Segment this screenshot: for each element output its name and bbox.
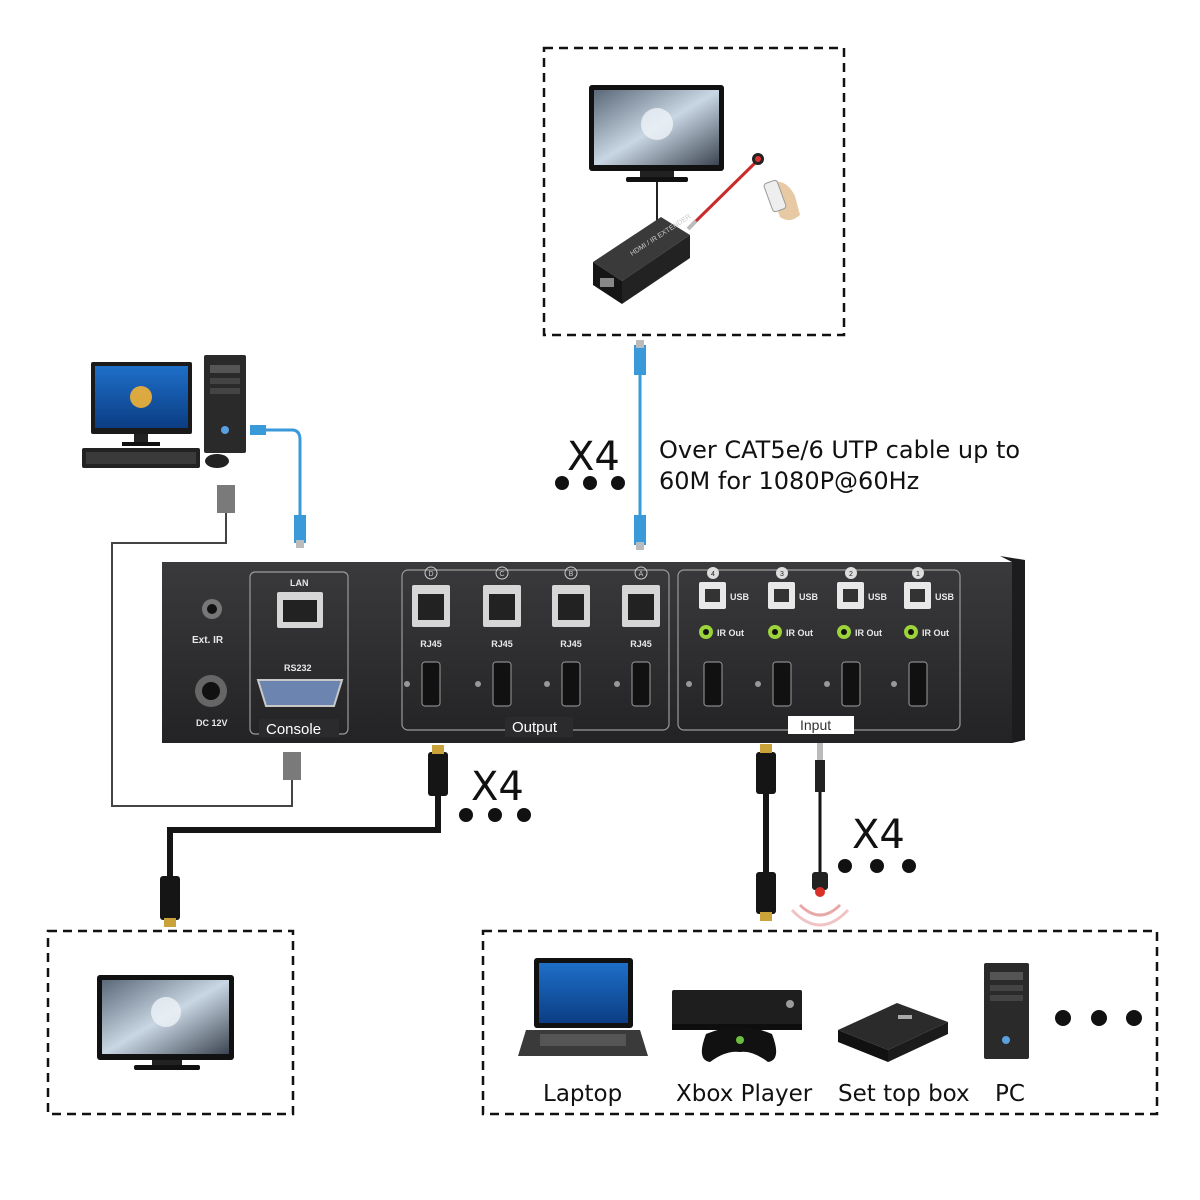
usb-label: USB <box>935 592 955 602</box>
hdmi-out-port[interactable] <box>631 661 651 707</box>
output-port-letter: A <box>639 571 644 578</box>
cat-multiplier: X4 <box>567 434 620 480</box>
local-tv <box>97 975 234 1070</box>
cat-cable-pc <box>250 425 306 548</box>
pc-tower-icon <box>204 355 246 453</box>
more-sources-ellipsis <box>1055 1010 1142 1026</box>
hdmi-out-port[interactable] <box>492 661 512 707</box>
usb-label: USB <box>799 592 819 602</box>
output-port-a: A RJ45 <box>614 566 660 707</box>
rj45-label: RJ45 <box>630 639 652 649</box>
matrix-rear-panel: Ext. IR DC 12V LAN RS232 Console D RJ45 C R… <box>162 556 1025 743</box>
lan-label: LAN <box>290 578 309 588</box>
ir-out-label: IR Out <box>855 628 882 638</box>
rs232-port[interactable] <box>256 679 344 707</box>
cable-note-line1: Over CAT5e/6 UTP cable up to <box>659 436 1020 464</box>
output-port-letter: D <box>428 571 433 578</box>
remote-tv <box>589 85 724 182</box>
output-port-b: B RJ45 <box>544 566 590 707</box>
rs232-cable <box>111 485 301 807</box>
output-port-letter: C <box>499 571 504 578</box>
ir-ellipsis <box>838 859 916 873</box>
input-port-number: 2 <box>849 571 853 578</box>
hdmi-out-cable <box>160 745 448 927</box>
hdmi-in-port[interactable] <box>703 661 723 707</box>
local-display-box <box>46 929 295 1116</box>
rj45-label: RJ45 <box>560 639 582 649</box>
ir-out-label: IR Out <box>717 628 744 638</box>
hdmi-out-ellipsis <box>459 808 531 822</box>
sources-box <box>481 929 1159 1116</box>
usb-label: USB <box>868 592 888 602</box>
console-label: Console <box>266 721 321 738</box>
ir-emitter-cable <box>790 742 850 927</box>
xbox-icon <box>672 990 802 1062</box>
pc-monitor <box>82 362 229 468</box>
laptop-icon <box>518 958 648 1056</box>
rj45-label: RJ45 <box>420 639 442 649</box>
ir-receiver-cable <box>686 153 764 231</box>
hdmi-in-port[interactable] <box>841 661 861 707</box>
input-port-number: 4 <box>711 571 715 578</box>
source-label-xbox: Xbox Player <box>676 1081 813 1107</box>
output-label: Output <box>512 719 558 736</box>
ir-out-label: IR Out <box>786 628 813 638</box>
hdmi-in-port[interactable] <box>772 661 792 707</box>
hdmi-ir-extender-receiver: HDMI / IR EXTENDER <box>593 213 692 304</box>
cable-note-line2: 60M for 1080P@60Hz <box>659 467 919 495</box>
source-label-pc: PC <box>995 1081 1025 1107</box>
ir-out-label: IR Out <box>922 628 949 638</box>
hdmi-in-cable <box>756 744 776 921</box>
ext-ir-label: Ext. IR <box>192 635 224 646</box>
pc-icon <box>984 963 1029 1059</box>
input-label: Input <box>800 717 831 733</box>
hdmi-out-multiplier: X4 <box>471 764 524 810</box>
hdmi-out-port[interactable] <box>421 661 441 707</box>
ir-multiplier: X4 <box>852 812 905 858</box>
output-port-d: D RJ45 <box>404 566 450 707</box>
source-label-laptop: Laptop <box>543 1081 622 1107</box>
rs232-label: RS232 <box>284 663 312 673</box>
output-port-letter: B <box>569 571 574 578</box>
dc-label: DC 12V <box>196 718 228 728</box>
input-port-number: 1 <box>916 571 920 578</box>
usb-label: USB <box>730 592 750 602</box>
cat-ellipsis <box>555 476 625 490</box>
output-ports: D RJ45 C RJ45 B RJ45 A RJ45 <box>404 566 660 707</box>
hdmi-out-port[interactable] <box>561 661 581 707</box>
cat-cable-remote <box>634 340 646 550</box>
remote-control-icon <box>763 179 800 221</box>
source-label-set-top-box: Set top box <box>838 1081 970 1107</box>
hdmi-in-port[interactable] <box>908 661 928 707</box>
set-top-box-icon <box>838 1003 948 1062</box>
rj45-label: RJ45 <box>491 639 513 649</box>
output-port-c: C RJ45 <box>475 566 521 707</box>
input-port-number: 3 <box>780 571 784 578</box>
receiver-group-box <box>542 46 846 337</box>
